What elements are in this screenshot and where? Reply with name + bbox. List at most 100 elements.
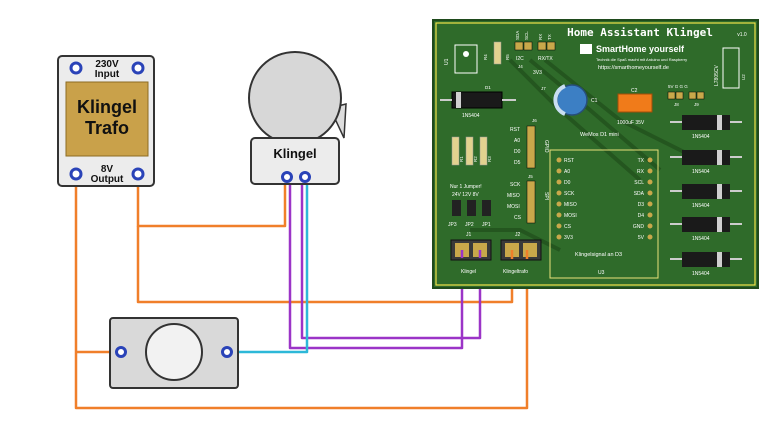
pcb-silkscreen-label: TX [638, 158, 645, 164]
button-terminal-left [115, 346, 127, 358]
trafo-input-terminal-right [131, 61, 145, 75]
pcb-silkscreen-label: JP3 [448, 222, 457, 228]
pcb-silkscreen-label: C2 [631, 88, 638, 94]
pcb-silkscreen-label: RX [637, 169, 645, 175]
push-button-module [109, 317, 239, 389]
pcb-silkscreen-label: 5V G G G [668, 84, 688, 89]
pcb-silkscreen-label: L7805CV [714, 64, 720, 86]
pcb-silkscreen-label: A0 [564, 169, 570, 175]
bell-dome-icon [248, 51, 342, 145]
trafo-bottom-label-2: Output [91, 174, 124, 185]
pcb-silkscreen-label: MOSI [507, 204, 520, 210]
trafo-title-1: Klingel [77, 97, 137, 117]
pcb-silkscreen-label: C1 [591, 98, 598, 104]
pcb-silkscreen-label: MOSI [564, 213, 577, 219]
pcb-silkscreen-label: 1N5404 [462, 113, 480, 119]
pcb-silkscreen-label: Klingeltrafo [503, 269, 528, 275]
pcb-silkscreen-label: MISO [507, 193, 520, 199]
wemos-footprint [549, 149, 659, 279]
pcb-silkscreen-label: 3V3 [533, 70, 542, 76]
pcb-silkscreen-label: GPIO [543, 140, 549, 153]
signal-text: Klingelsignal an D3 [575, 252, 622, 258]
pcb-silkscreen-label: R1 [459, 156, 464, 162]
pcb-silkscreen-label: RX/TX [538, 56, 553, 62]
pcb-silkscreen-label: CS [564, 224, 572, 230]
pcb-silkscreen-label: Klingel [461, 269, 476, 275]
j6-pins: RST A0 D0 D5 [510, 125, 536, 169]
pcb-silkscreen-label: 1N5404 [692, 134, 710, 140]
pcb-silkscreen-label: J8 [674, 102, 679, 107]
wire-button-to-bell [228, 178, 309, 354]
pcb-silkscreen-label: D0 [514, 149, 521, 155]
pcb-silkscreen-label: SDA [515, 31, 520, 40]
pcb-silkscreen-label: J1 [466, 232, 472, 238]
pcb-silkscreen-label: A0 [514, 138, 520, 144]
transformer-module: 230V Input Klingel Trafo 8V Output [57, 55, 155, 187]
pcb-silkscreen-label: J7 [541, 86, 546, 91]
pcb-silkscreen-label: J4 [518, 64, 523, 69]
wemos-right-pins: TX RX SCL SDA D3 D4 GND 5V [633, 157, 653, 241]
pcb-board: Home Assistant Klingel v1.0 SmartHome yo… [432, 19, 759, 289]
j5-pins: SCK MISO MOSI CS [507, 180, 536, 224]
trafo-bottom-label-1: 8V [101, 164, 114, 175]
pcb-silkscreen-label: TX [547, 34, 552, 40]
pcb-silkscreen-label: 3V3 [564, 235, 573, 241]
button-terminal-right [221, 346, 233, 358]
pcb-silkscreen-label: JP1 [482, 222, 491, 228]
pcb-brand: SmartHome yourself [596, 44, 685, 54]
wire-bell-to-j1-left [288, 178, 464, 350]
pcb-silkscreen-label: RST [564, 158, 574, 164]
trafo-title-2: Trafo [85, 118, 129, 138]
bell-terminal-right [299, 171, 311, 183]
pcb-silkscreen-label: J6 [532, 118, 537, 123]
pcb-silkscreen-label: CS [514, 215, 522, 221]
pcb-silkscreen-label: SPI [543, 192, 549, 200]
pcb-silkscreen-label: SCL [634, 180, 644, 186]
pcb-silkscreen-label: J2 [515, 232, 521, 238]
pcb-silkscreen-label: 24V 12V 8V [452, 192, 479, 198]
bell-label: Klingel [273, 146, 316, 161]
pcb-silkscreen-label: J9 [694, 102, 699, 107]
pcb-silkscreen-label: U1 [444, 58, 450, 65]
wemos-left-pins: RST A0 D0 SCK MISO MOSI CS 3V3 [556, 157, 577, 241]
pcb-silkscreen-label: D1 [485, 85, 491, 90]
pcb-title: Home Assistant Klingel [567, 26, 713, 39]
pcb-silkscreen-label: SCK [564, 191, 575, 197]
pcb-silkscreen-label: SDA [634, 191, 645, 197]
bell-terminal-left [281, 171, 293, 183]
pcb-silkscreen-label: R5 [505, 54, 510, 60]
pcb-silkscreen-label: SCL [524, 31, 529, 40]
wire-trafo-out-left-to-bottom [74, 176, 529, 410]
trafo-input-terminal-left [69, 61, 83, 75]
pcb-silkscreen-label: GND [633, 224, 645, 230]
trafo-top-label-2: Input [95, 69, 120, 80]
pcb-silkscreen-label: 1N5404 [692, 203, 710, 209]
pcb-silkscreen-label: I2C [516, 56, 524, 62]
pcb-silkscreen-label: 1N5404 [692, 169, 710, 175]
trafo-top-label-1: 230V [95, 59, 119, 70]
pcb-silkscreen-label: 1N5404 [692, 271, 710, 277]
pcb-silkscreen-label: D0 [564, 180, 571, 186]
pcb-silkscreen-label: R4 [483, 54, 488, 60]
pcb-silkscreen-label: U2 [741, 74, 746, 80]
pcb-tagline: Technik die Spaß macht mit Arduino und R… [596, 57, 687, 62]
wires [74, 176, 529, 410]
bell-module: Klingel [248, 51, 347, 185]
pcb-silkscreen-label: SCK [510, 182, 521, 188]
pcb-silkscreen-label: D3 [638, 202, 645, 208]
pcb-version: v1.0 [737, 32, 747, 38]
pcb-silkscreen-label: D5 [514, 160, 521, 166]
wire-bell-to-j1-right [300, 178, 482, 340]
jumper-blocks [452, 200, 491, 216]
pcb-silkscreen-label: 1000uF 35V [617, 120, 645, 126]
pcb-silkscreen-label: RST [510, 127, 520, 133]
house-logo-icon [580, 44, 592, 54]
wemos-label: WeMos D1 mini [580, 132, 619, 138]
pcb-silkscreen-label: RX [538, 34, 543, 40]
pcb-silkscreen-label: U3 [598, 270, 605, 276]
trafo-output-terminal-left [69, 167, 83, 181]
jumper-caption: Nur 1 Jumper! [450, 184, 482, 190]
pcb-url: https://smarthomeyourself.de [598, 65, 669, 71]
pcb-silkscreen-label: MISO [564, 202, 577, 208]
